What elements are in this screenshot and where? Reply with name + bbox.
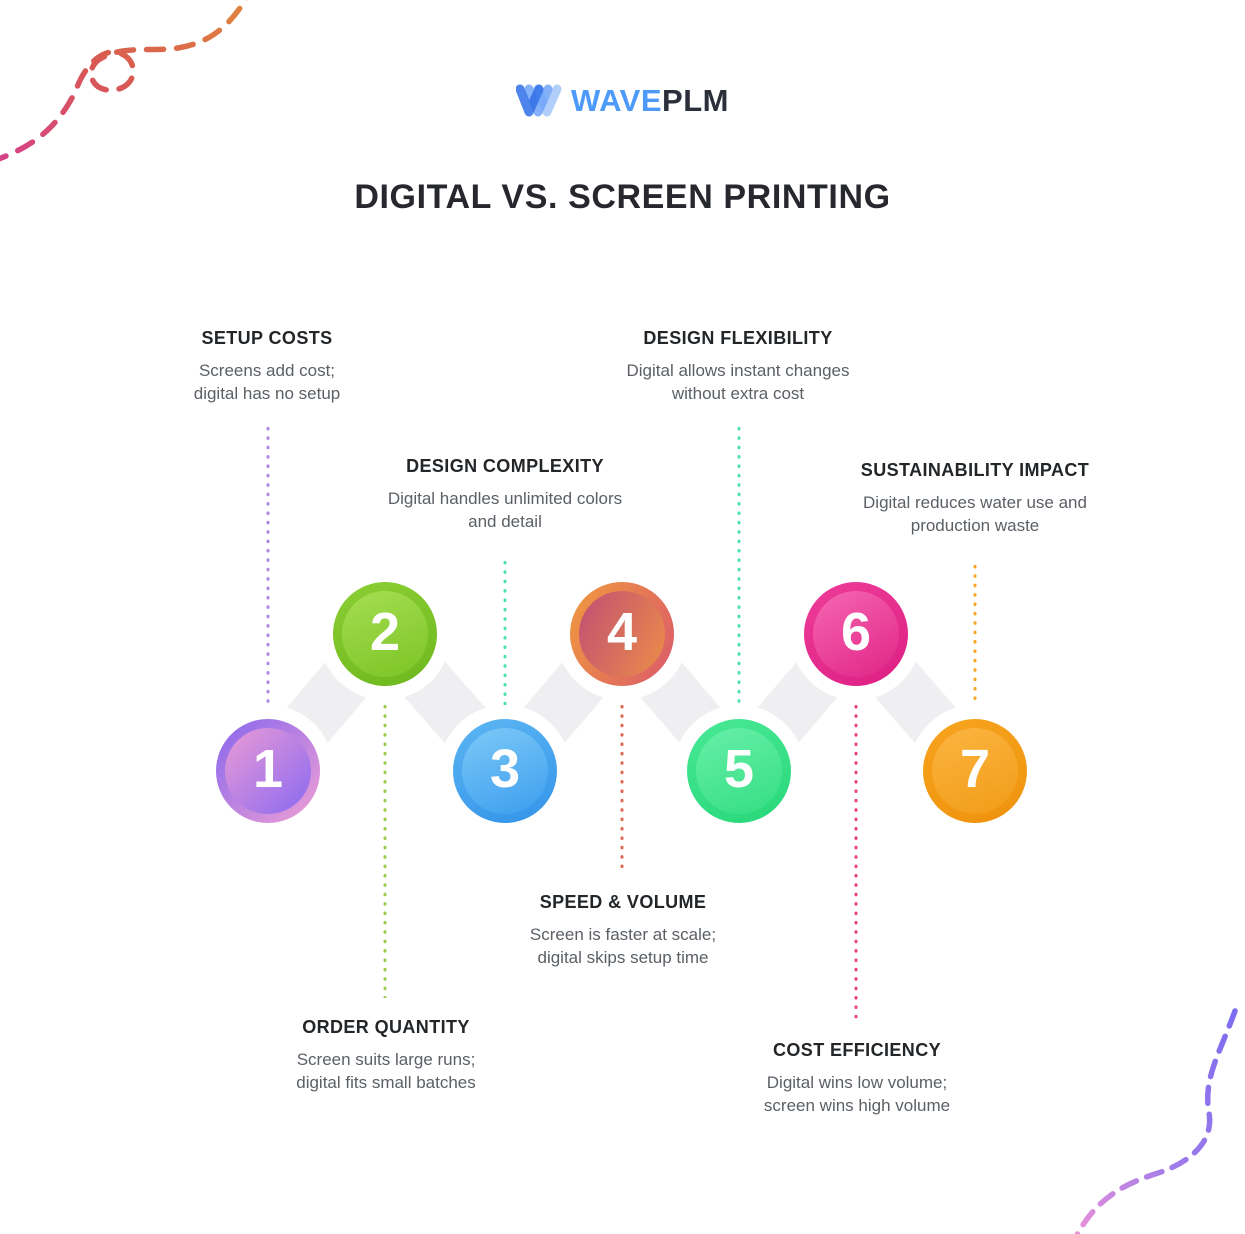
callout-body: Screens add cost; digital has no setup <box>193 361 341 403</box>
callout-heading: DESIGN COMPLEXITY <box>406 456 604 476</box>
callout-body: Screen is faster at scale; digital skips… <box>529 925 717 967</box>
step-node-4: 4 <box>570 582 674 686</box>
step-number: 5 <box>723 739 755 799</box>
callout-heading: ORDER QUANTITY <box>302 1017 470 1037</box>
bottom-right-squiggle-decoration <box>1074 1008 1238 1234</box>
step-number: 6 <box>840 602 872 662</box>
callout-body: Screen suits large runs; digital fits sm… <box>296 1050 476 1092</box>
page-title: DIGITAL VS. SCREEN PRINTING <box>354 178 891 216</box>
callout-cost-efficiency: COST EFFICIENCY Digital wins low volume;… <box>672 1040 1042 1117</box>
dotted-leader-line-5 <box>737 424 741 706</box>
callout-heading: SETUP COSTS <box>201 328 333 348</box>
callout-design-flexibility: DESIGN FLEXIBILITY Digital allows instan… <box>553 328 923 405</box>
step-number: 7 <box>959 739 991 799</box>
callout-design-complexity: DESIGN COMPLEXITY Digital handles unlimi… <box>320 456 690 533</box>
callout-order-quantity: ORDER QUANTITY Screen suits large runs; … <box>201 1017 571 1094</box>
w-wave-icon <box>516 84 562 117</box>
dotted-leader-line-1 <box>266 424 270 706</box>
callout-setup-costs: SETUP COSTS Screens add cost; digital ha… <box>82 328 452 405</box>
brand-plm: PLM <box>662 82 729 118</box>
callout-body: Digital reduces water use and production… <box>863 493 1087 535</box>
dotted-leader-line-7 <box>973 562 977 706</box>
step-node-3: 3 <box>453 719 557 823</box>
callout-heading: SPEED & VOLUME <box>539 892 707 912</box>
callout-heading: DESIGN FLEXIBILITY <box>643 328 833 348</box>
dotted-leader-line-3 <box>503 558 507 706</box>
callout-speed-volume: SPEED & VOLUME Screen is faster at scale… <box>438 892 808 969</box>
callout-sustainability-impact: SUSTAINABILITY IMPACT Digital reduces wa… <box>790 460 1160 537</box>
step-number: 2 <box>369 602 401 662</box>
dotted-leader-line-6 <box>854 702 858 1020</box>
step-node-2: 2 <box>333 582 437 686</box>
callout-body: Digital wins low volume; screen wins hig… <box>763 1073 951 1115</box>
callout-body: Digital handles unlimited colors and det… <box>387 489 623 531</box>
callout-heading: COST EFFICIENCY <box>772 1040 941 1060</box>
dotted-leader-line-2 <box>383 702 387 998</box>
step-number: 3 <box>489 739 521 799</box>
step-number: 1 <box>252 739 284 799</box>
step-node-5: 5 <box>687 719 791 823</box>
callout-heading: SUSTAINABILITY IMPACT <box>860 460 1090 480</box>
dotted-leader-line-4 <box>620 702 624 874</box>
step-node-7: 7 <box>923 719 1027 823</box>
callout-body: Digital allows instant changes without e… <box>626 361 850 403</box>
step-node-6: 6 <box>804 582 908 686</box>
brand-wave: WAVE <box>571 82 663 118</box>
step-number: 4 <box>606 602 638 662</box>
step-node-1: 1 <box>216 719 320 823</box>
